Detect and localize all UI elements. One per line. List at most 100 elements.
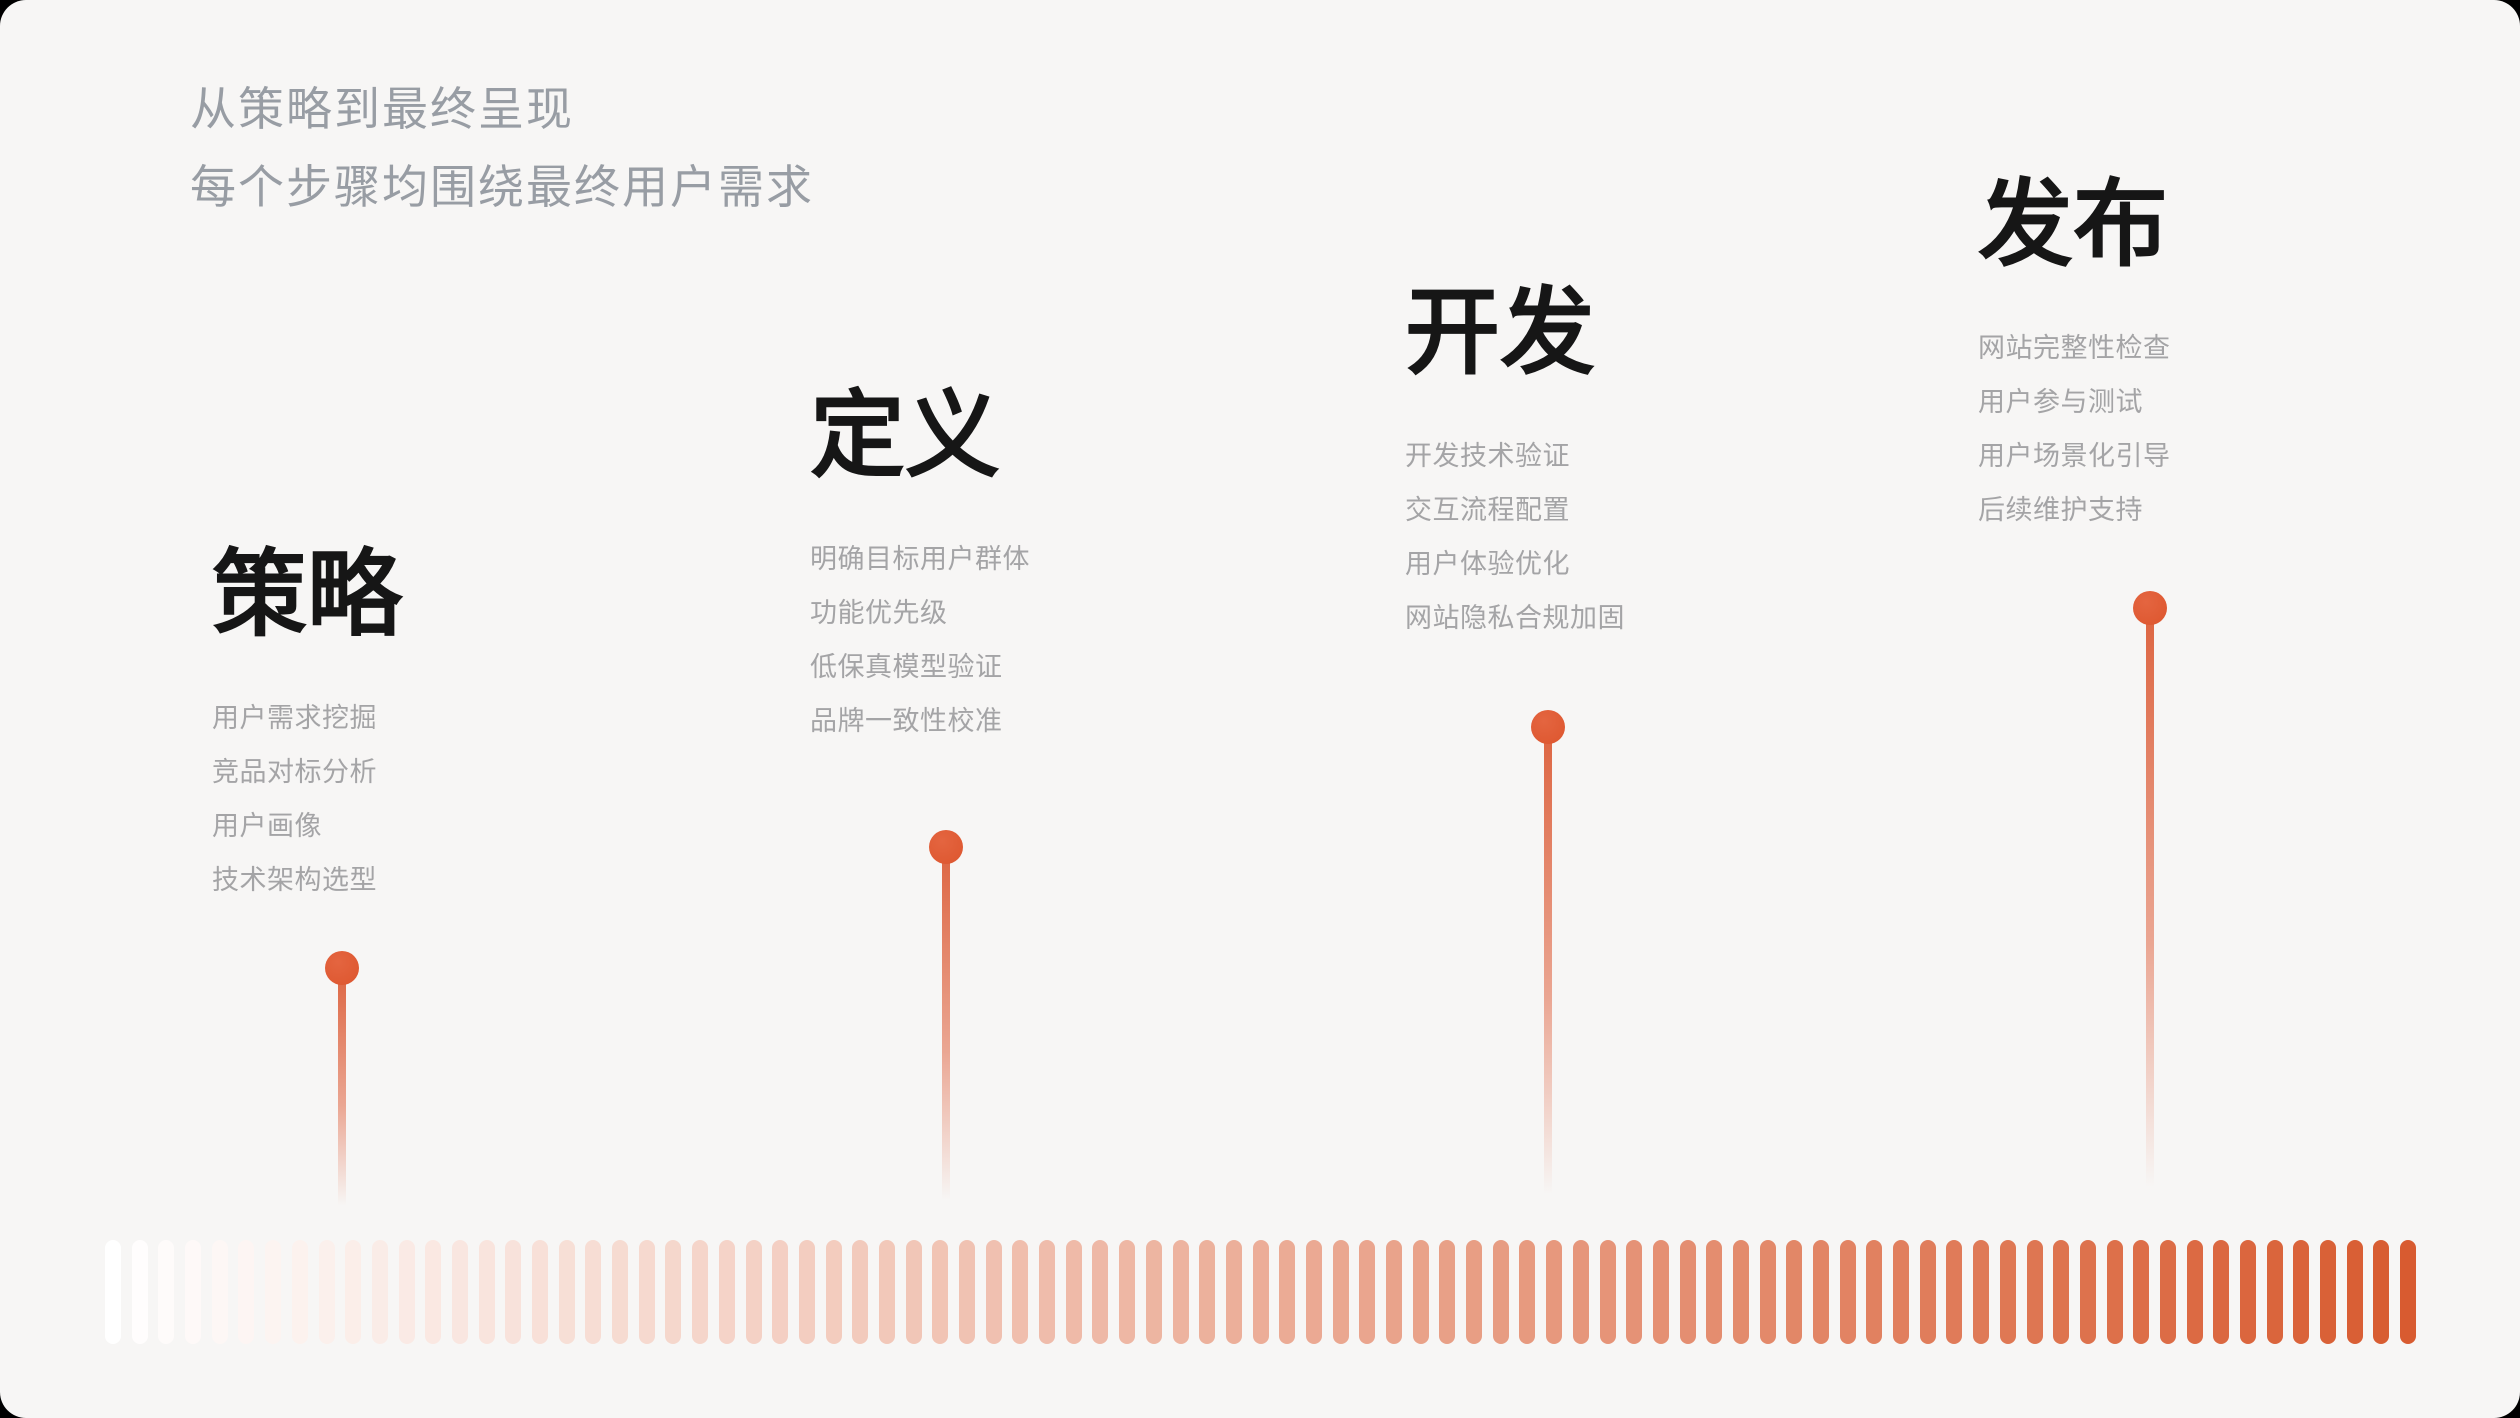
stage-item: 明确目标用户群体 xyxy=(810,544,1030,574)
timeline-bar xyxy=(638,1240,655,1344)
pin-dot-icon xyxy=(929,830,963,864)
timeline-bar xyxy=(1813,1240,1829,1344)
stage-item: 品牌一致性校准 xyxy=(810,706,1003,736)
timeline-bar xyxy=(1679,1240,1696,1344)
timeline-bar xyxy=(718,1240,735,1344)
timeline-bar xyxy=(318,1240,335,1344)
stage-title: 策略 xyxy=(212,542,403,648)
timeline-bar xyxy=(1252,1240,1269,1344)
timeline-bar xyxy=(1919,1240,1936,1344)
timeline-bar xyxy=(1172,1240,1189,1344)
timeline-bar xyxy=(1786,1240,1803,1344)
timeline-bar xyxy=(1225,1240,1242,1344)
timeline-bar xyxy=(2213,1240,2230,1344)
stage-item: 低保真模型验证 xyxy=(810,652,1003,682)
timeline-gradient-ticks xyxy=(105,1240,2417,1344)
timeline-bar xyxy=(1332,1240,1349,1344)
timeline-bar xyxy=(1866,1240,1883,1344)
stage-title: 开发 xyxy=(1405,280,1596,386)
stage-item: 用户参与测试 xyxy=(1978,387,2143,417)
timeline-bar xyxy=(1359,1240,1376,1344)
stage-item-list: 开发技术验证 交互流程配置 用户体验优化 网站隐私合规加固 xyxy=(1405,429,1625,645)
timeline-bar xyxy=(772,1240,789,1344)
stage-item: 后续维护支持 xyxy=(1978,495,2143,525)
stage-item: 用户画像 xyxy=(212,811,322,841)
timeline-bar xyxy=(1439,1240,1456,1344)
timeline-bar xyxy=(2186,1240,2203,1344)
pin-dot-icon xyxy=(325,951,359,985)
timeline-bar xyxy=(2373,1240,2390,1344)
timeline-bar xyxy=(2026,1240,2043,1344)
stage-item: 开发技术验证 xyxy=(1405,441,1570,471)
timeline-bar xyxy=(2320,1240,2337,1344)
timeline-bar xyxy=(451,1240,468,1344)
timeline-bar xyxy=(131,1240,148,1344)
timeline-bar xyxy=(2053,1240,2070,1344)
stage-section-define: 定义 明确目标用户群体 功能优先级 低保真模型验证 品牌一致性校准 xyxy=(810,389,1030,748)
stage-title: 定义 xyxy=(810,383,1001,489)
subtitle-line-2: 每个步骤均围绕最终用户需求 xyxy=(190,161,814,213)
timeline-bar xyxy=(1039,1240,1056,1344)
timeline-bar xyxy=(1279,1240,1296,1344)
timeline-bar xyxy=(1092,1240,1109,1344)
stage-item-list: 网站完整性检查 用户参与测试 用户场景化引导 后续维护支持 xyxy=(1978,321,2171,537)
timeline-bar xyxy=(371,1240,388,1344)
timeline-bar xyxy=(425,1240,442,1344)
timeline-bar xyxy=(1572,1240,1589,1344)
timeline-bar xyxy=(612,1240,629,1344)
stage-item: 用户体验优化 xyxy=(1405,549,1570,579)
timeline-bar xyxy=(2400,1240,2417,1344)
timeline-bar xyxy=(825,1240,842,1344)
timeline-bar xyxy=(291,1240,308,1344)
timeline-bar xyxy=(878,1240,895,1344)
timeline-bar xyxy=(478,1240,495,1344)
pin-stem xyxy=(2146,608,2154,1218)
timeline-bar xyxy=(1599,1240,1616,1344)
timeline-bar xyxy=(985,1240,1002,1344)
timeline-bar xyxy=(1893,1240,1910,1344)
timeline-bar xyxy=(1732,1240,1749,1344)
timeline-bar xyxy=(532,1240,548,1344)
subtitle-line-1: 从策略到最终呈现 xyxy=(190,83,574,135)
timeline-bar xyxy=(1706,1240,1723,1344)
timeline-bar xyxy=(1973,1240,1990,1344)
stage-title: 发布 xyxy=(1978,172,2169,278)
timeline-bar xyxy=(798,1240,815,1344)
timeline-bar xyxy=(745,1240,762,1344)
timeline-bar xyxy=(1065,1240,1082,1344)
timeline-bar xyxy=(265,1240,282,1344)
timeline-bar xyxy=(1199,1240,1216,1344)
timeline-bar xyxy=(2159,1240,2176,1344)
timeline-bar xyxy=(2106,1240,2123,1344)
timeline-bar xyxy=(1386,1240,1402,1344)
stage-section-launch: 发布 网站完整性检查 用户参与测试 用户场景化引导 后续维护支持 xyxy=(1978,178,2171,537)
stage-item: 技术架构选型 xyxy=(212,865,377,895)
timeline-bar xyxy=(1626,1240,1643,1344)
stage-item: 网站完整性检查 xyxy=(1978,333,2171,363)
timeline-bar xyxy=(585,1240,602,1344)
timeline-bar xyxy=(158,1240,175,1344)
pin-stem xyxy=(338,968,346,1218)
timeline-bar xyxy=(665,1240,682,1344)
stage-item: 用户场景化引导 xyxy=(1978,441,2171,471)
timeline-bar xyxy=(2133,1240,2150,1344)
stage-item: 交互流程配置 xyxy=(1405,495,1570,525)
timeline-bar xyxy=(558,1240,575,1344)
timeline-bar xyxy=(1119,1240,1136,1344)
timeline-bar xyxy=(692,1240,709,1344)
timeline-bar xyxy=(1839,1240,1856,1344)
timeline-bar xyxy=(2346,1240,2363,1344)
timeline-bar xyxy=(1519,1240,1536,1344)
timeline-bar xyxy=(2079,1240,2096,1344)
timeline-bar xyxy=(1652,1240,1669,1344)
stage-item: 用户需求挖掘 xyxy=(212,703,377,733)
stage-item: 功能优先级 xyxy=(810,598,948,628)
timeline-bar xyxy=(185,1240,202,1344)
timeline-bar xyxy=(959,1240,975,1344)
pin-dot-icon xyxy=(2133,591,2167,625)
timeline-bar xyxy=(932,1240,949,1344)
timeline-bar xyxy=(1145,1240,1162,1344)
timeline-bar xyxy=(398,1240,415,1344)
stage-item-list: 明确目标用户群体 功能优先级 低保真模型验证 品牌一致性校准 xyxy=(810,532,1030,748)
